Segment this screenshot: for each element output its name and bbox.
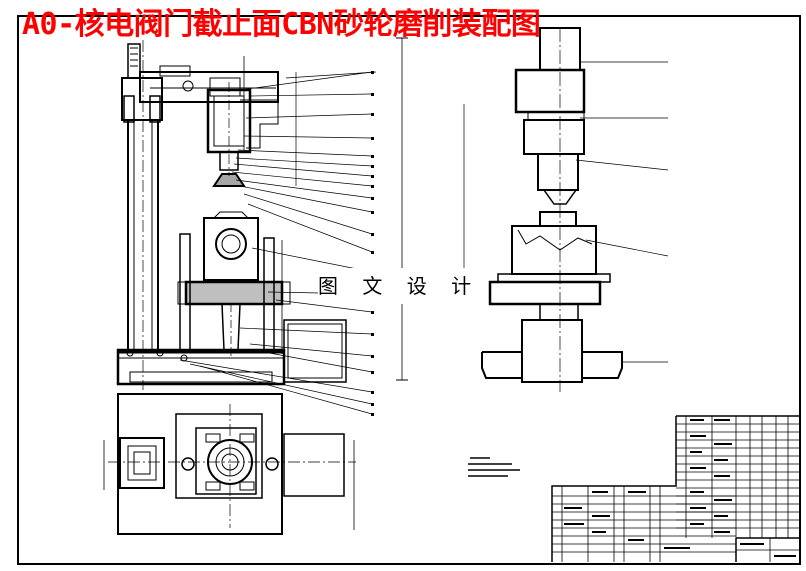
sheet-border	[17, 15, 801, 565]
slide-table	[184, 280, 284, 306]
machine-base	[116, 348, 286, 386]
side-enclosure	[283, 319, 347, 383]
front-view	[116, 37, 408, 390]
top-view	[103, 393, 356, 535]
title-block	[551, 415, 800, 562]
technical-notes	[468, 457, 520, 477]
grinding-wheel	[212, 173, 246, 187]
title-block-entries	[564, 419, 796, 557]
drawing-title: A0-核电阀门截止面CBN砂轮磨削装配图	[22, 7, 541, 42]
balloon-markers	[371, 71, 374, 416]
valve-fixture	[203, 217, 259, 281]
side-view	[463, 27, 669, 392]
watermark-text: 图 文 设 计	[318, 268, 478, 304]
